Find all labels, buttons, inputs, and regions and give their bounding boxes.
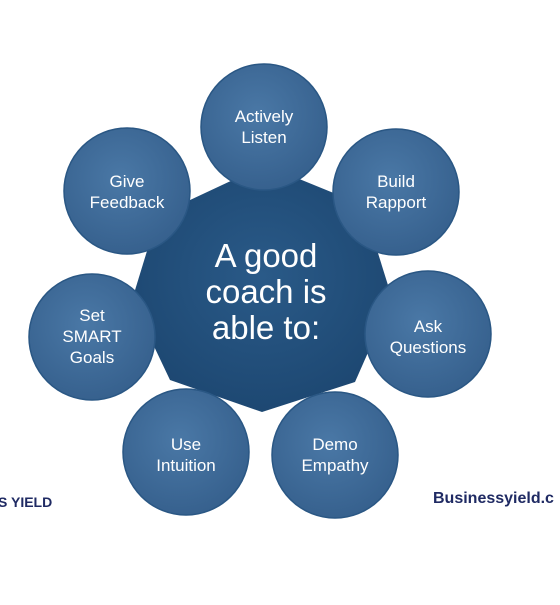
petal-label-line: Feedback — [89, 193, 165, 212]
petal-label-line: Questions — [389, 338, 467, 357]
center-heptagon — [132, 165, 392, 412]
petal-circle-set-smart-goals — [28, 273, 156, 401]
petal-label-line: Listen — [241, 128, 287, 147]
center-label-line: able to: — [211, 309, 321, 346]
watermark-text-right: Businessyield.c — [433, 490, 554, 507]
petal-label-line: Give — [109, 172, 145, 191]
petal-label-ask-questions: Ask Questions — [368, 316, 488, 358]
petal-label-line: Demo — [312, 435, 358, 454]
petal-circle-give-feedback — [63, 127, 191, 255]
petal-label-line: Intuition — [156, 456, 216, 475]
petal-label-set-smart-goals: Set SMART Goals — [32, 305, 152, 368]
petal-circle-actively-listen — [200, 63, 328, 191]
petal-label-line: Rapport — [365, 193, 427, 212]
petal-circle-demo-empathy — [271, 391, 399, 519]
petal-label-demo-empathy: Demo Empathy — [275, 434, 395, 476]
petal-label-build-rapport: Build Rapport — [336, 171, 456, 213]
petal-circle-use-intuition — [122, 388, 250, 516]
center-label-line: A good — [214, 237, 318, 274]
petal-label-actively-listen: Actively Listen — [204, 106, 324, 148]
petal-label-line: Ask — [413, 317, 443, 336]
petal-label-line: Use — [170, 435, 202, 454]
petal-label-line: Goals — [69, 348, 115, 367]
petal-label-line: Build — [377, 172, 415, 191]
petal-circle-ask-questions — [364, 270, 492, 398]
petal-label-give-feedback: Give Feedback — [67, 171, 187, 213]
petal-circle-build-rapport — [332, 128, 460, 256]
petal-label-line: Empathy — [301, 456, 369, 475]
center-label-line: coach is — [205, 273, 327, 310]
watermark-text-left: S YIELD — [0, 494, 53, 510]
petal-label-line: Actively — [234, 107, 294, 126]
petal-label-line: Set — [79, 306, 105, 325]
petal-label-use-intuition: Use Intuition — [126, 434, 246, 476]
center-label: A good coach is able to: — [150, 238, 382, 346]
petal-label-line: SMART — [62, 327, 122, 346]
